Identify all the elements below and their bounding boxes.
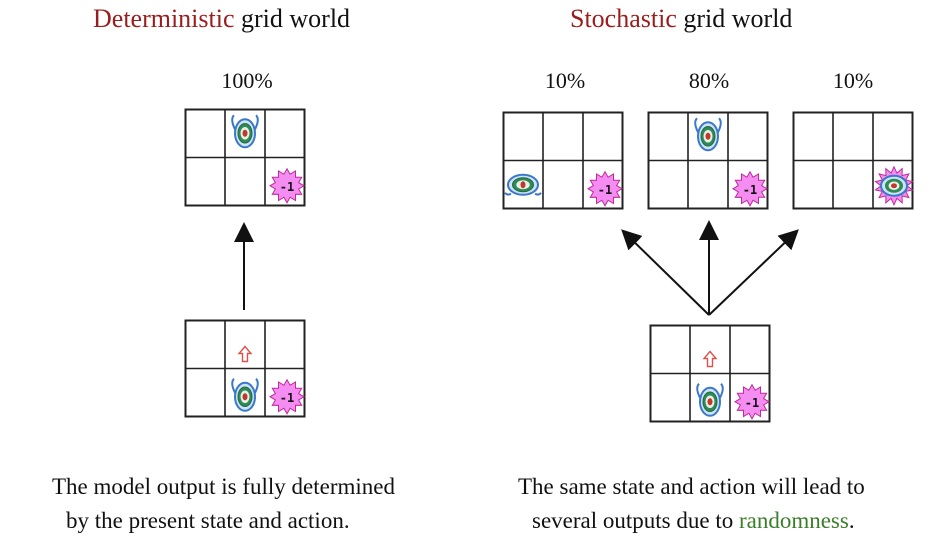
stochastic-caption-line2-start: several outputs due to xyxy=(532,508,739,533)
robot-agent-icon xyxy=(231,378,259,412)
stochastic-title-accent: Stochastic xyxy=(570,4,677,33)
deterministic-probability: 100% xyxy=(221,68,273,93)
penalty-label: -1 xyxy=(745,396,759,410)
up-arrow-action-icon xyxy=(702,350,718,368)
randomness-word: randomness xyxy=(738,508,849,533)
robot-agent-icon xyxy=(694,117,722,152)
stochastic-caption: The same state and action will lead to s… xyxy=(518,470,865,538)
stochastic-title: Stochastic grid world xyxy=(570,4,792,34)
up-arrow-action-icon xyxy=(237,345,253,363)
stochastic-transition-arrow-right xyxy=(708,229,799,316)
stochastic-caption-line2: several outputs due to randomness. xyxy=(518,504,865,538)
stochastic-output-grid-right xyxy=(792,111,914,210)
penalty-burst-icon: -1 xyxy=(269,167,305,204)
stochastic-probability-right: 10% xyxy=(832,68,874,93)
penalty-burst-icon: -1 xyxy=(587,170,623,207)
deterministic-caption-line2: by the present state and action. xyxy=(66,508,350,533)
deterministic-title: Deterministic grid world xyxy=(93,4,350,34)
stochastic-title-rest: grid world xyxy=(676,4,793,33)
robot-agent-icon xyxy=(504,173,542,196)
stochastic-probability-middle: 80% xyxy=(688,68,730,93)
robot-agent-icon xyxy=(231,114,259,149)
deterministic-title-accent: Deterministic xyxy=(93,4,235,33)
stochastic-input-grid: -1 xyxy=(649,324,771,423)
deterministic-title-rest: grid world xyxy=(234,4,351,33)
penalty-label: -1 xyxy=(280,180,294,194)
stochastic-caption-line2-end: . xyxy=(848,508,855,533)
deterministic-caption: The model output is fully determined by … xyxy=(52,470,395,538)
robot-agent-icon xyxy=(696,383,724,417)
stochastic-output-grid-middle: -1 xyxy=(647,111,769,210)
agent-on-penalty-icon xyxy=(874,165,914,207)
penalty-label: -1 xyxy=(598,183,612,197)
deterministic-input-grid: -1 xyxy=(184,319,306,418)
stochastic-output-grid-left: -1 xyxy=(502,111,624,210)
penalty-burst-icon: -1 xyxy=(269,378,305,415)
penalty-burst-icon: -1 xyxy=(734,383,770,420)
deterministic-caption-line1: The model output is fully determined xyxy=(52,474,396,499)
stochastic-probability-left: 10% xyxy=(544,68,586,93)
stochastic-caption-line1: The same state and action will lead to xyxy=(518,474,865,499)
penalty-label: -1 xyxy=(280,391,294,405)
stochastic-transition-arrow-left xyxy=(621,229,710,316)
penalty-label: -1 xyxy=(743,183,757,197)
penalty-burst-icon: -1 xyxy=(732,170,768,207)
grid-lines xyxy=(792,111,914,210)
deterministic-output-grid: -1 xyxy=(184,108,306,207)
